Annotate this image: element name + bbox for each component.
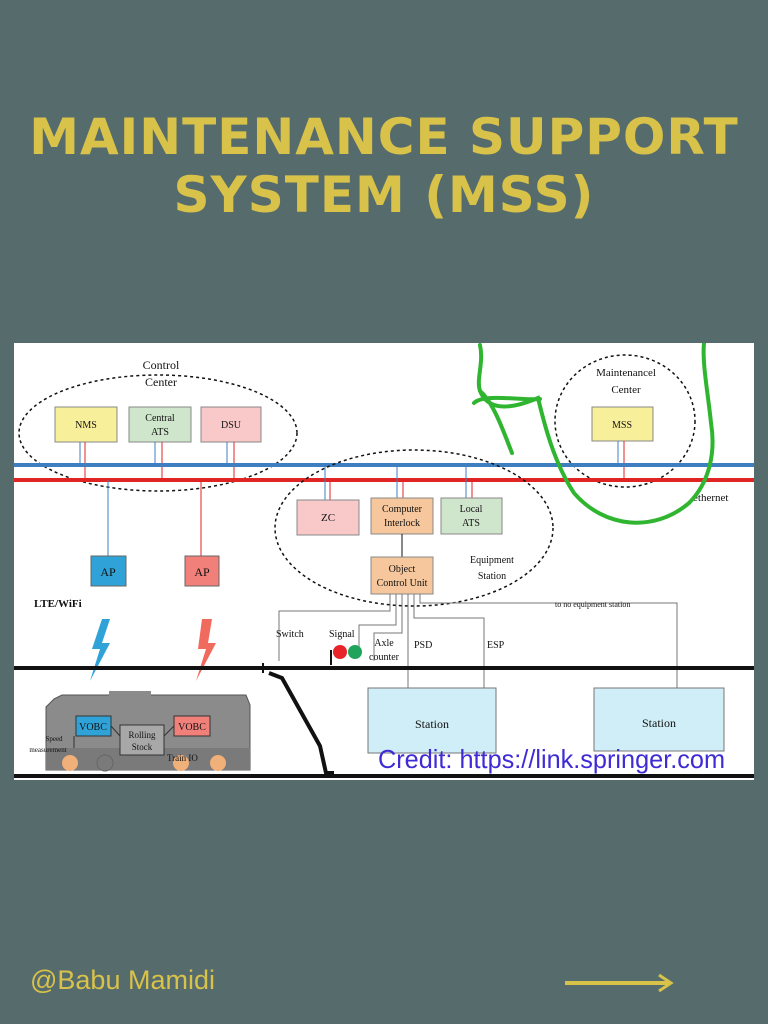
control-center-label-1: Control bbox=[143, 358, 180, 372]
computer-interlock-label-1: Computer bbox=[382, 504, 423, 515]
control-center-boundary bbox=[18, 374, 298, 492]
ap-right-box bbox=[184, 555, 220, 587]
ocu-label-1: Object bbox=[389, 564, 416, 575]
track-switch bbox=[268, 671, 334, 775]
equipment-station-boundary bbox=[274, 449, 554, 607]
nms-box bbox=[54, 406, 118, 443]
ap-left-box bbox=[90, 555, 127, 587]
maintenance-center-label-2: Center bbox=[611, 384, 641, 396]
author-handle: @Babu Mamidi bbox=[30, 965, 215, 995]
title-line-2: SYSTEM (MSS) bbox=[173, 166, 595, 224]
central-ats-box bbox=[128, 406, 192, 443]
equipment-station-label-1: Equipment bbox=[470, 555, 514, 566]
title-line-1: MAINTENANCE SUPPORT bbox=[29, 108, 739, 166]
lte-wifi-label: LTE/WiFi bbox=[34, 598, 82, 610]
vobc-left-label: VOBC bbox=[79, 722, 107, 733]
equipment-station-label-2: Station bbox=[478, 571, 506, 582]
central-ats-label-2: ATS bbox=[151, 427, 169, 438]
local-ats-box bbox=[440, 497, 503, 535]
green-annotation-scribble bbox=[472, 343, 715, 525]
nms-label: NMS bbox=[75, 420, 97, 431]
speed-measurement-label-1: Speed bbox=[45, 735, 63, 743]
speed-measurement-label-2: measurement bbox=[29, 746, 66, 754]
to-no-equipment-station-label: to no equipment station bbox=[555, 600, 630, 609]
psd-label: PSD bbox=[414, 640, 432, 651]
station-right-box bbox=[593, 687, 725, 752]
mss-label: MSS bbox=[612, 420, 632, 431]
train-io-label: Train IO bbox=[167, 753, 198, 763]
control-center-label-2: Center bbox=[145, 375, 177, 389]
signal-red-light bbox=[333, 645, 347, 659]
rolling-stock-label-2: Stock bbox=[132, 742, 153, 752]
wireless-red-bolt-icon bbox=[196, 619, 216, 681]
rolling-stock-label-1: Rolling bbox=[128, 730, 156, 740]
dsu-label: DSU bbox=[221, 420, 242, 431]
computer-interlock-label-2: Interlock bbox=[384, 518, 420, 529]
esp-label: ESP bbox=[487, 640, 505, 651]
page-title: MAINTENANCE SUPPORT SYSTEM (MSS) bbox=[0, 108, 768, 224]
credit-text: Credit: https://link.springer.com bbox=[378, 744, 725, 774]
central-ats-label-1: Central bbox=[145, 413, 175, 424]
rolling-stock-box bbox=[119, 724, 165, 756]
right-arrow-icon[interactable] bbox=[565, 968, 677, 998]
station-right-label: Station bbox=[642, 716, 676, 730]
ocu-label-2: Control Unit bbox=[377, 578, 428, 589]
axle-counter-label-2: counter bbox=[369, 652, 400, 663]
local-ats-label-1: Local bbox=[460, 504, 483, 515]
signal-green-light bbox=[348, 645, 362, 659]
maintenance-center-boundary bbox=[554, 354, 696, 488]
dsu-box bbox=[200, 406, 262, 443]
station-left-box bbox=[367, 687, 497, 754]
computer-interlock-box bbox=[370, 497, 434, 535]
vobc-right-label: VOBC bbox=[178, 722, 206, 733]
ethernet-label: ethernet bbox=[693, 492, 728, 504]
mss-architecture-diagram: Control Center NMS Central ATS DSU Maint… bbox=[14, 343, 754, 780]
zc-box bbox=[296, 499, 360, 536]
switch-label: Switch bbox=[276, 629, 304, 640]
station-left-label: Station bbox=[415, 717, 449, 731]
axle-counter-label-1: Axle bbox=[374, 638, 394, 649]
mss-box bbox=[591, 406, 654, 442]
signal-label: Signal bbox=[329, 629, 355, 640]
local-ats-label-2: ATS bbox=[462, 518, 480, 529]
zc-label: ZC bbox=[321, 512, 335, 524]
ap-right-label: AP bbox=[194, 565, 210, 579]
ap-left-label: AP bbox=[100, 565, 116, 579]
maintenance-center-label-1: Maintenancel bbox=[596, 367, 656, 379]
wireless-blue-bolt-icon bbox=[90, 619, 110, 681]
